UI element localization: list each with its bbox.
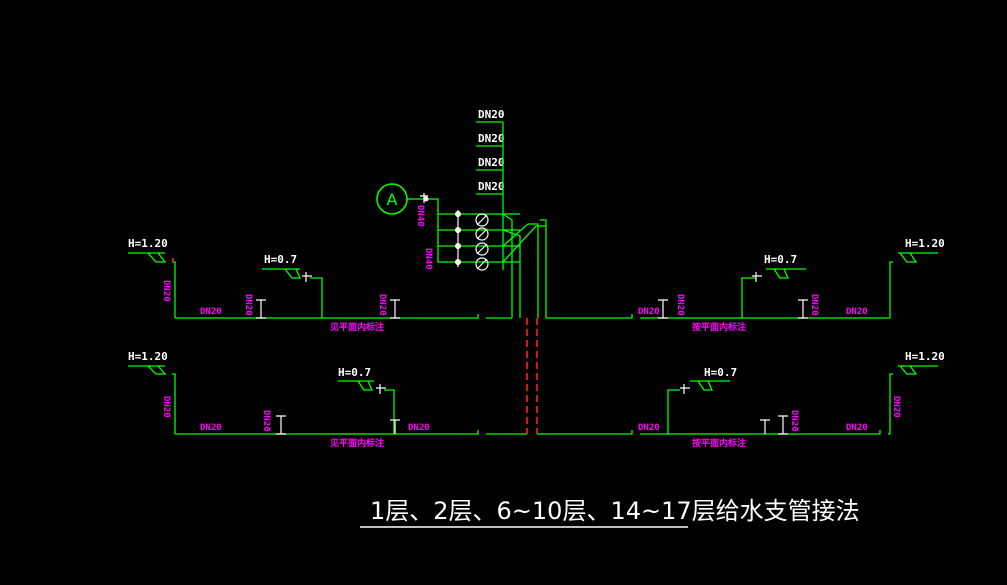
- lower-left-pipe-label-3: DN20: [261, 410, 271, 432]
- drawing-title-block: 1层、2层、6~10层、14~17层给水支管接法: [360, 497, 860, 528]
- upper-left-mid-height: H=0.7: [264, 253, 297, 266]
- valve-label-1: DN40: [415, 205, 425, 227]
- riser-label-4: DN20: [478, 180, 505, 193]
- lower-right-height: H=1.20: [905, 350, 945, 363]
- lower-right-pipe-label-4: DN20: [891, 396, 901, 418]
- upper-left-caption: 见平面内标注: [330, 321, 384, 333]
- valve-label-2: DN40: [423, 248, 433, 270]
- water-meter-icon: [475, 257, 489, 271]
- water-meter-icon: [475, 213, 489, 227]
- riser-label-2: DN20: [478, 132, 505, 145]
- upper-right-pipe-label-2: DN20: [675, 294, 685, 316]
- lower-left-pipe-label-2: DN20: [200, 423, 222, 433]
- lower-left-pipe-label-4: DN20: [408, 423, 430, 433]
- upper-right-pipe-label-4: DN20: [846, 307, 868, 317]
- upper-left-pipe-label-4: DN20: [377, 294, 387, 316]
- meter-bank: [438, 210, 547, 318]
- upper-left-pipe-label-2: DN20: [200, 307, 222, 317]
- node-a-marker: A: [376, 183, 439, 262]
- lower-right-pipe-label-2: DN20: [789, 410, 799, 432]
- water-meter-icon: [475, 227, 489, 241]
- upper-floor-branch: [128, 252, 938, 319]
- lower-left-pipe-label-1: DN20: [161, 396, 171, 418]
- upper-left-pipe-label-1: DN20: [161, 280, 171, 302]
- upper-right-height: H=1.20: [905, 237, 945, 250]
- lower-floor-branch: [128, 365, 938, 435]
- upper-left-height: H=1.20: [128, 237, 168, 250]
- riser-label-1: DN20: [478, 108, 505, 121]
- riser-label-3: DN20: [478, 156, 505, 169]
- drawing-title: 1层、2层、6~10层、14~17层给水支管接法: [370, 497, 860, 525]
- riser-label-group: DN20 DN20 DN20 DN20: [478, 108, 505, 193]
- lower-right-mid-height: H=0.7: [704, 366, 737, 379]
- lower-right-caption: 按平面内标注: [692, 437, 746, 449]
- lower-right-pipe-label-3: DN20: [846, 423, 868, 433]
- lower-left-caption: 见平面内标注: [330, 437, 384, 449]
- upper-left-pipe-label-3: DN20: [243, 294, 253, 316]
- riser-dashed-lines: [526, 318, 538, 434]
- upper-right-pipe-label-3: DN20: [809, 294, 819, 316]
- lower-right-pipe-label-1: DN20: [638, 423, 660, 433]
- riser-label-brackets: [476, 121, 504, 270]
- upper-right-caption: 按平面内标注: [692, 321, 746, 333]
- upper-right-mid-height: H=0.7: [764, 253, 797, 266]
- lower-left-mid-height: H=0.7: [338, 366, 371, 379]
- water-meter-icon: [475, 242, 489, 256]
- upper-right-pipe-label-1: DN20: [638, 307, 660, 317]
- lower-left-height: H=1.20: [128, 350, 168, 363]
- node-a-label: A: [387, 190, 398, 209]
